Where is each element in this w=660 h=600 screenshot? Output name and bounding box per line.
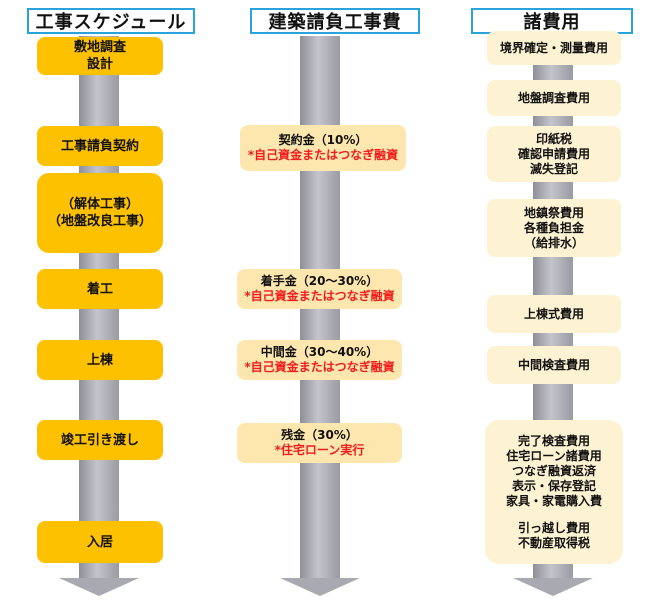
- expense-line: 中間検査費用: [517, 357, 590, 372]
- schedule-step-line: 竣工引き渡し: [60, 432, 139, 448]
- payment-label: 残金（30%）: [281, 428, 358, 442]
- contract-arrow-head: [280, 578, 360, 596]
- expense-final-group: 完了検査費用 住宅ローン諸費用 つなぎ融資返済 表示・保存登記 家具・家電購入費…: [485, 420, 623, 564]
- contract-fee-header: 建築請負工事費: [250, 8, 420, 34]
- schedule-step-handover: 竣工引き渡し: [37, 420, 163, 460]
- expense-ceremony-charges: 地鎮祭費用 各種負担金 （給排水）: [487, 199, 621, 257]
- expense-line: つなぎ融資返済: [511, 463, 596, 478]
- expense-stamp-application: 印紙税 確認申請費用 滅失登記: [487, 126, 621, 182]
- schedule-step-contract: 工事請負契約: [37, 126, 163, 166]
- schedule-step-line: 入居: [86, 534, 113, 550]
- contract-payment-balance: 残金（30%） *住宅ローン実行: [237, 423, 402, 463]
- schedule-step-framing: 上棟: [37, 340, 163, 380]
- schedule-step-line: 上棟: [86, 352, 113, 368]
- schedule-step-site-survey-design: 敷地調査 設計: [37, 37, 163, 75]
- expense-line: 各種負担金: [523, 220, 584, 235]
- schedule-step-line: （解体工事）: [60, 197, 139, 212]
- payment-label: 中間金（30～40%）: [260, 345, 379, 359]
- expense-ground-survey: 地盤調査費用: [487, 80, 621, 116]
- expense-line: 地鎮祭費用: [523, 205, 584, 220]
- schedule-step-line: 着工: [86, 281, 113, 297]
- expense-line: 家具・家電購入費: [505, 493, 602, 508]
- payment-note: *自己資金またはつなぎ融資: [247, 148, 399, 162]
- expense-line: 上棟式費用: [523, 306, 584, 321]
- expense-interim-inspection: 中間検査費用: [487, 346, 621, 384]
- expense-line: 不動産取得税: [517, 535, 590, 550]
- contract-payment-start: 着手金（20～30%） *自己資金またはつなぎ融資: [237, 269, 402, 309]
- contract-payment-interim: 中間金（30～40%） *自己資金またはつなぎ融資: [237, 340, 402, 380]
- schedule-step-line: （地盤改良工事）: [47, 214, 152, 229]
- expense-line: 住宅ローン諸費用: [506, 448, 602, 463]
- schedule-arrow-head: [59, 578, 139, 596]
- expense-line: 表示・保存登記: [511, 478, 596, 493]
- payment-note: *住宅ローン実行: [274, 443, 365, 457]
- expenses-header: 諸費用: [471, 8, 633, 34]
- expenses-arrow-head: [513, 578, 593, 596]
- expense-line: 印紙税: [535, 131, 572, 146]
- schedule-step-line: 敷地調査: [73, 40, 126, 55]
- contract-payment-deposit: 契約金（10%） *自己資金またはつなぎ融資: [240, 125, 406, 171]
- schedule-step-move-in: 入居: [37, 521, 163, 563]
- schedule-step-line: 設計: [86, 57, 113, 72]
- payment-note: *自己資金またはつなぎ融資: [244, 289, 395, 303]
- payment-label: 契約金（10%）: [278, 133, 368, 147]
- schedule-step-demolition-ground: （解体工事） （地盤改良工事）: [37, 173, 163, 253]
- schedule-header: 工事スケジュール: [27, 8, 195, 34]
- expense-line: 確認申請費用: [517, 146, 590, 161]
- expense-line: 引っ越し費用: [517, 520, 590, 535]
- expense-line: （給排水）: [523, 235, 584, 250]
- expense-line: 地盤調査費用: [517, 90, 590, 105]
- schedule-step-line: 工事請負契約: [60, 138, 139, 154]
- expense-line: 完了検査費用: [517, 433, 590, 448]
- expense-survey: 境界確定・測量費用: [487, 31, 621, 65]
- payment-label: 着手金（20～30%）: [260, 274, 379, 288]
- expense-framing-ceremony: 上棟式費用: [487, 295, 621, 333]
- expense-line: 境界確定・測量費用: [499, 40, 608, 55]
- expense-line: 滅失登記: [529, 161, 578, 176]
- payment-note: *自己資金またはつなぎ融資: [244, 360, 395, 374]
- schedule-step-groundbreaking: 着工: [37, 269, 163, 309]
